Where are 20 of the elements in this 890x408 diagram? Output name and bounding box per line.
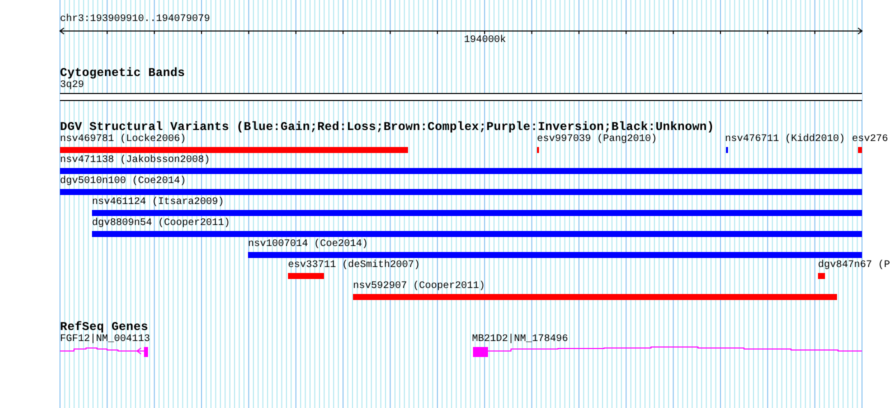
- track-title: DGV Structural Variants (Blue:Gain;Red:Loss;Brown:Complex;Purple:Inversion;Black:Unknown): [60, 121, 714, 133]
- variant-label: dgv5010n100 (Coe2014): [60, 177, 186, 187]
- variant-label: esv997039 (Pang2010): [537, 135, 658, 145]
- coordinate-range: chr3:193909910..194079079: [60, 15, 210, 25]
- variant-label: nsv592907 (Cooper2011): [353, 282, 486, 292]
- variant-label: nsv461124 (Itsara2009): [92, 198, 224, 208]
- gene-label: MB21D2|NM_178496: [472, 335, 568, 345]
- variant-label: nsv476711 (Kidd2010): [725, 135, 846, 145]
- gene-label: FGF12|NM_004113: [60, 335, 150, 345]
- band-name: 3q29: [60, 81, 84, 91]
- variant-label: esv276: [852, 135, 888, 145]
- variant-label: dgv847n67 (P: [818, 261, 890, 271]
- variant-label: nsv469781 (Locke2006): [60, 135, 186, 145]
- track-title: RefSeq Genes: [60, 321, 148, 333]
- variant-label: nsv471138 (Jakobsson2008): [60, 156, 210, 166]
- track-title: Cytogenetic Bands: [60, 67, 185, 79]
- variant-label: dgv8809n54 (Cooper2011): [92, 219, 230, 229]
- variant-label: esv33711 (deSmith2007): [288, 261, 420, 271]
- variant-label: nsv1007014 (Coe2014): [248, 240, 368, 250]
- ruler-tick-label: 194000k: [464, 36, 506, 46]
